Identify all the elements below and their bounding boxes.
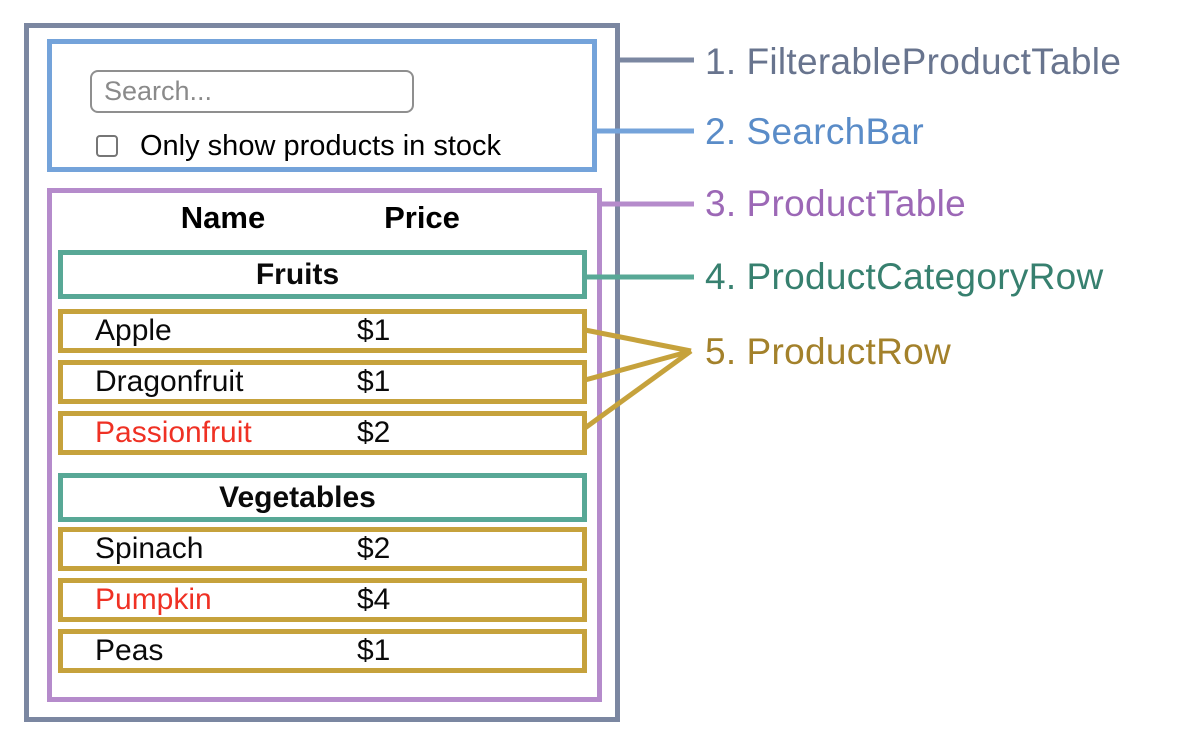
product-row-peas: Peas $1 [58,629,587,673]
product-price: $2 [357,416,391,449]
product-price: $4 [357,583,391,616]
legend-label: SearchBar [746,111,924,152]
category-label: Vegetables [219,480,376,514]
product-name: Peas [95,634,164,667]
product-name: Pumpkin [95,583,212,616]
legend-number: 1. [705,41,737,82]
in-stock-checkbox-label: Only show products in stock [140,130,502,162]
product-category-row-vegetables: Vegetables [58,473,587,522]
product-name: Dragonfruit [95,365,244,398]
legend-product-category-row: 4.ProductCategoryRow [705,257,1104,297]
in-stock-checkbox[interactable] [96,135,118,157]
legend-number: 4. [705,256,737,297]
product-name: Spinach [95,532,204,565]
legend-label: ProductTable [746,183,967,224]
legend-label: ProductRow [746,331,951,372]
filterable-product-table-box: Only show products in stock Name Price F… [24,23,620,722]
product-price: $2 [357,532,391,565]
legend-number: 5. [705,331,737,372]
product-name: Apple [95,314,172,347]
product-table-box: Name Price Fruits Apple $1 Dragonfruit $… [47,188,602,702]
product-row-pumpkin: Pumpkin $4 [58,578,587,622]
product-row-dragonfruit: Dragonfruit $1 [58,360,587,404]
legend-label: FilterableProductTable [746,41,1122,82]
category-label: Fruits [255,257,340,291]
legend-label: ProductCategoryRow [746,256,1104,297]
legend-filterable-product-table: 1.FilterableProductTable [705,42,1121,82]
legend-search-bar: 2.SearchBar [705,112,924,152]
product-row-spinach: Spinach $2 [58,527,587,571]
legend-number: 2. [705,111,737,152]
column-header-price: Price [384,200,460,235]
product-price: $1 [357,365,391,398]
legend-product-row: 5.ProductRow [705,332,951,372]
product-name: Passionfruit [95,416,252,449]
product-price: $1 [357,634,391,667]
product-row-passionfruit: Passionfruit $2 [58,411,587,455]
legend-product-table: 3.ProductTable [705,184,966,224]
column-header-name: Name [180,200,266,235]
search-input[interactable] [90,70,414,113]
product-row-apple: Apple $1 [58,309,587,353]
product-price: $1 [357,314,391,347]
search-bar-box: Only show products in stock [47,39,597,172]
legend-number: 3. [705,183,737,224]
product-category-row-fruits: Fruits [58,250,587,299]
